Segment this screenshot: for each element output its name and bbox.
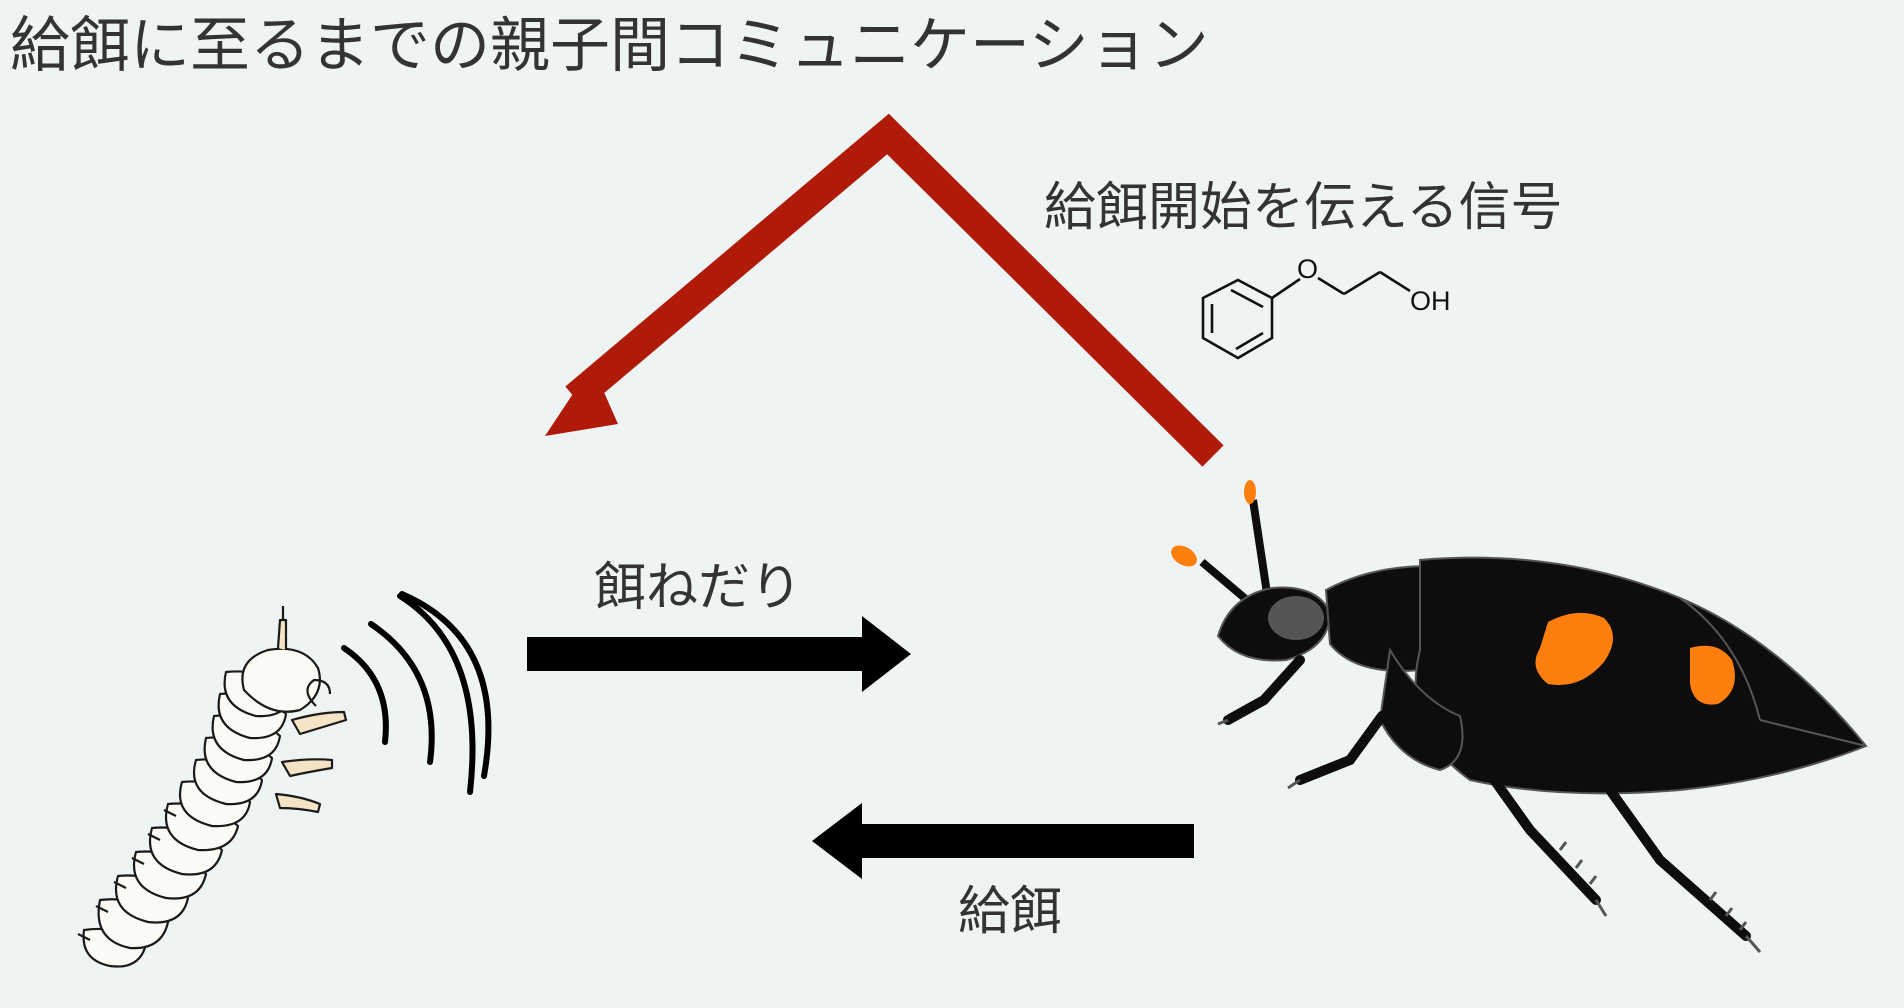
benzene-ring-icon	[1201, 278, 1274, 360]
beetle-spot-left	[1535, 612, 1613, 686]
signal-arrow	[545, 113, 1224, 467]
molecule-oxygen-label: O	[1297, 254, 1318, 284]
beetle-antenna-icon	[1171, 480, 1272, 610]
begging-arrow	[527, 616, 911, 692]
burying-beetle-illustration	[1171, 480, 1868, 953]
phenoxyethanol-structure	[1201, 270, 1411, 360]
molecule-hydroxyl-label: OH	[1410, 286, 1451, 316]
signal-arrow-shaft	[565, 113, 1224, 467]
signal-label: 給餌開始を伝える信号	[1044, 178, 1563, 238]
signal-arrow-head	[545, 365, 618, 436]
begging-label: 餌ねだり	[594, 558, 803, 618]
beetle-spot-right	[1690, 645, 1735, 705]
feeding-arrow	[812, 803, 1194, 879]
page-title: 給餌に至るまでの親子間コミュニケーション	[10, 11, 1209, 81]
larva-illustration	[77, 606, 348, 968]
feeding-label: 給餌	[958, 882, 1063, 942]
beetle-legs	[1223, 655, 1751, 941]
sound-waves-icon	[341, 591, 492, 795]
